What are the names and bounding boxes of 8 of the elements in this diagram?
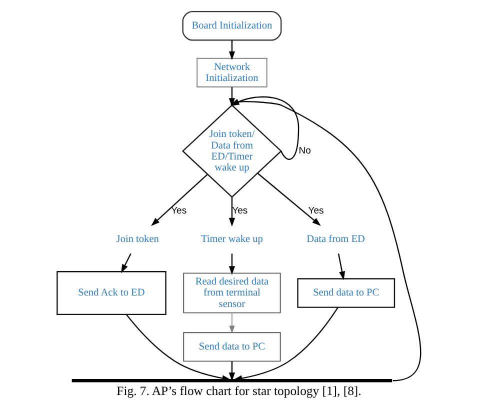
node-text: Data from ED <box>306 234 364 245</box>
caption: Fig. 7. AP’s flow chart for star topology [1], [8]. <box>116 384 361 398</box>
edge-label: Yes <box>170 205 186 216</box>
edge-label: Yes <box>308 205 324 216</box>
node-text: Timer wake up <box>200 234 262 245</box>
edge-label: No <box>298 146 310 157</box>
edge-label: Yes <box>232 205 248 216</box>
node-text: Join token <box>116 234 158 245</box>
